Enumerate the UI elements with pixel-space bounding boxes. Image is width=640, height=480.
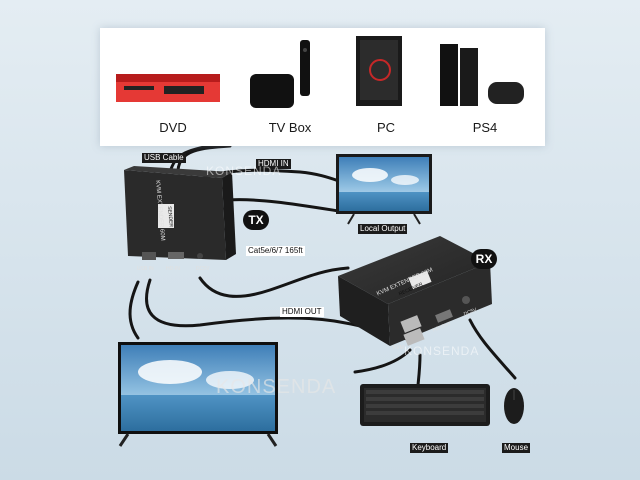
local-output-label: Local Output <box>358 224 407 234</box>
keyboard-label: Keyboard <box>410 443 448 453</box>
watermark-top: KONSENDA <box>206 164 281 178</box>
tx-device <box>124 166 236 260</box>
source-label-ps4: PS4 <box>470 120 500 135</box>
source-devices-panel: DVD TV Box PC PS4 <box>100 28 545 146</box>
tx-port-dc-label: DC5V <box>196 266 209 272</box>
usb-cable-label: USB Cable <box>142 153 186 163</box>
watermark-rx: KONSENDA <box>404 344 479 358</box>
tx-port-usb-label: USB IN <box>137 266 154 272</box>
local-monitor <box>336 154 432 224</box>
keyboard-graphic <box>360 384 490 426</box>
mouse-label: Mouse <box>502 443 530 453</box>
watermark-tv: KONSENDA <box>216 376 336 399</box>
source-label-tv-box: TV Box <box>268 120 312 135</box>
rx-badge: RX <box>471 249 497 269</box>
pc-tower-icon <box>350 34 410 114</box>
hdmi-out-label: HDMI OUT <box>280 307 324 317</box>
dvd-player-icon <box>114 68 224 108</box>
tx-port-hdmi-label: HD-IN <box>166 266 180 272</box>
cat-cable-label: Cat5e/6/7 165ft <box>246 246 305 256</box>
mouse-graphic <box>504 388 524 424</box>
rx-port-kvm-label: KVM <box>393 345 404 351</box>
source-label-pc: PC <box>376 120 396 135</box>
source-label-dvd: DVD <box>158 120 188 135</box>
game-console-icon <box>438 38 538 108</box>
tx-badge: TX <box>243 210 269 230</box>
tv-box-icon <box>248 38 328 108</box>
